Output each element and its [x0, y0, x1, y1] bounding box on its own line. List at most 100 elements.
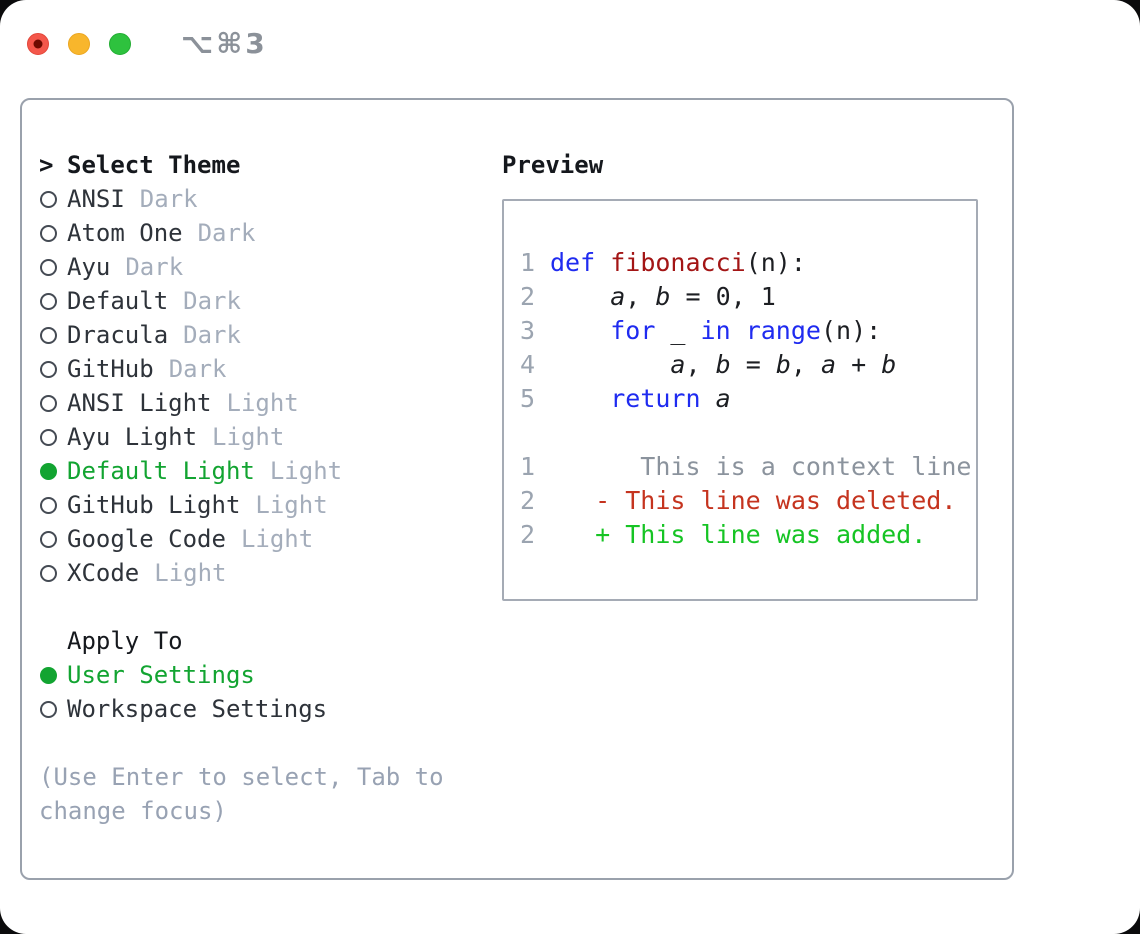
theme-name: Atom One: [67, 219, 183, 247]
theme-option[interactable]: Ayu Light Light: [39, 420, 502, 454]
code-line: 1 def fibonacci(n):: [520, 245, 962, 279]
code-preview-box: 1 def fibonacci(n): 2 a, b = 0, 1 3: [502, 199, 978, 601]
code-text: This is a context line.: [550, 451, 978, 481]
theme-name: GitHub: [67, 355, 154, 383]
theme-variant: Light: [255, 491, 328, 519]
theme-name: ANSI: [67, 185, 125, 213]
theme-option[interactable]: ANSI Dark: [39, 182, 502, 216]
theme-variant: Light: [269, 457, 343, 485]
theme-variant: Dark: [183, 287, 241, 315]
theme-list-column: > Select Theme ANSI Dark Atom: [39, 148, 502, 828]
radio-icon: [40, 564, 57, 582]
apply-to-name: Workspace Settings: [67, 695, 328, 723]
line-number: 5: [520, 383, 536, 413]
code-line: 2 a, b = 0, 1: [520, 279, 962, 313]
theme-list: ANSI Dark Atom One Dark Ayu: [39, 182, 502, 590]
theme-option[interactable]: XCode Light: [39, 556, 502, 590]
theme-option[interactable]: Default Light Light: [39, 454, 502, 488]
code-text: return a: [610, 383, 731, 413]
radio-icon: [40, 496, 57, 514]
window-titlebar: ⌥⌘3: [27, 27, 268, 60]
preview-title: Preview: [502, 151, 604, 179]
theme-variant: Light: [240, 525, 314, 553]
theme-name: ANSI Light: [67, 389, 212, 417]
close-button[interactable]: [27, 32, 49, 55]
code-line: 2 - This line was deleted.: [520, 483, 962, 517]
code-lines: 1 def fibonacci(n): 2 a, b = 0, 1 3: [520, 245, 976, 551]
theme-variant: Light: [154, 559, 227, 587]
theme-variant: Dark: [139, 185, 198, 213]
code-text: a, b = 0, 1: [610, 281, 776, 311]
theme-name: XCode: [67, 559, 140, 587]
apply-to-option[interactable]: User Settings: [39, 658, 502, 692]
usage-hint: (Use Enter to select, Tab to change focu…: [39, 763, 444, 825]
line-number: 2: [520, 281, 536, 311]
select-theme-title: Select Theme: [67, 151, 241, 179]
code-line: 4 a, b = b, a + b: [520, 347, 962, 381]
radio-icon: [40, 292, 57, 310]
code-line: 3 for _ in range(n):: [520, 313, 962, 347]
theme-option[interactable]: Default Dark: [39, 284, 502, 318]
apply-to-option[interactable]: Workspace Settings: [39, 692, 502, 726]
code-line: 1 This is a context line.: [520, 449, 976, 483]
radio-icon: [40, 666, 57, 684]
code-line: [520, 415, 962, 449]
theme-name: GitHub Light: [67, 491, 241, 519]
apply-to-list: User Settings Workspace Settings: [39, 658, 502, 726]
theme-option[interactable]: Google Code Light: [39, 522, 502, 556]
theme-name: Dracula: [67, 321, 169, 349]
code-text: - This line was deleted.: [550, 485, 957, 515]
theme-variant: Dark: [197, 219, 256, 247]
code-text: def fibonacci(n):: [550, 247, 806, 277]
line-number: 3: [520, 315, 536, 345]
code-text: for _ in range(n):: [610, 315, 882, 345]
code-text: + This line was added.: [550, 519, 927, 549]
line-number: 1: [520, 247, 536, 277]
radio-icon: [40, 224, 57, 242]
apply-to-name: User Settings: [67, 661, 255, 689]
minimize-button[interactable]: [68, 32, 90, 55]
theme-variant: Dark: [183, 321, 241, 349]
theme-option[interactable]: Ayu Dark: [39, 250, 502, 284]
line-number: 1: [520, 451, 536, 481]
theme-option[interactable]: GitHub Dark: [39, 352, 502, 386]
select-theme-prompt: > Select Theme: [39, 148, 502, 182]
theme-name: Default: [67, 287, 169, 315]
radio-icon: [40, 462, 57, 480]
apply-to-title: Apply To: [67, 627, 183, 655]
theme-name: Default Light: [67, 457, 255, 485]
theme-option[interactable]: Dracula Dark: [39, 318, 502, 352]
theme-variant: Light: [226, 389, 299, 417]
radio-icon: [40, 326, 57, 344]
zoom-button[interactable]: [109, 32, 131, 55]
line-number: 2: [520, 519, 536, 549]
radio-icon: [40, 360, 57, 378]
theme-variant: Dark: [125, 253, 184, 281]
preview-column: Preview 1 def fibonacci(n): 2: [502, 148, 1012, 828]
radio-icon: [40, 700, 57, 718]
theme-name: Ayu: [67, 253, 111, 281]
theme-variant: Light: [212, 423, 285, 451]
theme-picker-panel: > Select Theme ANSI Dark Atom: [20, 98, 1014, 880]
theme-option[interactable]: Atom One Dark: [39, 216, 502, 250]
line-number: 2: [520, 485, 536, 515]
radio-icon: [40, 190, 57, 208]
code-text: a, b = b, a + b: [670, 349, 897, 379]
theme-option[interactable]: GitHub Light Light: [39, 488, 502, 522]
theme-variant: Dark: [168, 355, 227, 383]
radio-icon: [40, 428, 57, 446]
keyboard-shortcut-label: ⌥⌘3: [181, 27, 268, 60]
spacer: [39, 590, 502, 624]
code-line: 5 return a: [520, 381, 962, 415]
theme-name: Ayu Light: [67, 423, 198, 451]
prompt-caret-icon: >: [39, 151, 54, 179]
radio-icon: [40, 258, 57, 276]
theme-option[interactable]: ANSI Light Light: [39, 386, 502, 420]
code-line: 2 + This line was added.: [520, 517, 962, 551]
radio-icon: [40, 530, 57, 548]
apply-to-header: Apply To: [39, 624, 502, 658]
line-number: 4: [520, 349, 536, 379]
radio-icon: [40, 394, 57, 412]
spacer: [39, 726, 502, 760]
